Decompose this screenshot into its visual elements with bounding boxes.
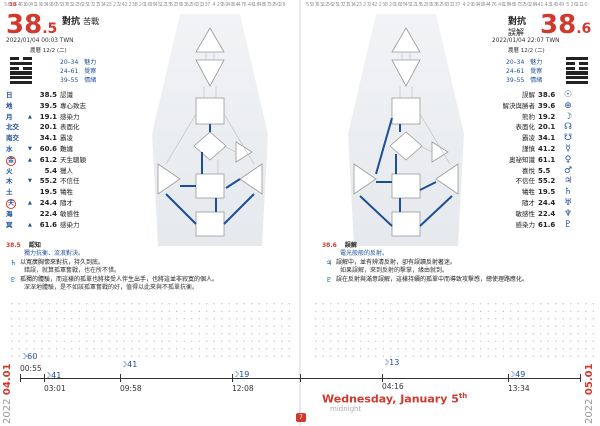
planet-glyph-icon: ☊ — [564, 122, 572, 133]
planet-glyph-icon: ♄ — [563, 187, 573, 198]
planet-glyph-icon: ♅ — [563, 197, 573, 208]
event-time-1208: 12:08 — [232, 384, 254, 393]
event-time-1334: 13:34 — [508, 384, 530, 393]
event-gate-19: ☽19 — [232, 370, 250, 379]
planet-glyph-icon: ☉ — [563, 90, 573, 100]
right-gate-name: 對抗誤解 — [508, 17, 527, 37]
planet-glyph-icon: ♂ — [563, 165, 573, 176]
left-gate-name: 對抗 苦戰 — [62, 17, 100, 27]
right-gate-number: 38.6 — [540, 10, 592, 40]
planet-glyph-icon: ☽ — [563, 111, 573, 122]
event-gate-13: ☽13 — [382, 358, 400, 367]
event-time-0055: 00:55 — [20, 364, 42, 373]
timeline-tick — [580, 374, 581, 382]
top-gate-ruler-left: 5838546160411913493055376322362517215142… — [4, 2, 286, 8]
timeline-tick — [120, 374, 121, 382]
timeline-tick — [20, 374, 21, 382]
start-date-vertical: 2022 04.01 — [2, 363, 13, 424]
planet-glyph-icon: ☿ — [565, 143, 571, 154]
left-dot-grid — [8, 300, 290, 360]
right-dot-grid — [312, 300, 594, 360]
timeline-tick — [232, 374, 233, 382]
planet-glyph-icon: ♃ — [563, 176, 573, 187]
right-bodygraph — [348, 14, 464, 246]
event-time-0958: 09:58 — [120, 384, 142, 393]
event-time-0416: 04:16 — [382, 382, 404, 391]
right-hexagram — [566, 57, 588, 86]
event-gate-41b: ☽41 — [120, 360, 138, 369]
right-datetime: 2022/01/04 22:07 TWN — [492, 38, 560, 44]
end-date-vertical: 2022 05.01 — [584, 363, 595, 424]
event-gate-60: ☽60 — [20, 352, 38, 361]
planet-glyph-icon: ♆ — [563, 208, 573, 219]
event-gate-41a: ☽41 — [44, 371, 62, 380]
timeline-tick — [382, 374, 383, 382]
right-moon-phase: 農曆 12/2 (二) — [508, 48, 545, 54]
event-gate-49: ☽49 — [508, 370, 526, 379]
timeline-tick — [508, 374, 509, 382]
left-datetime: 2022/01/04 00:03 TWN — [6, 38, 74, 44]
left-bodygraph — [152, 14, 268, 246]
left-gate-number: 38.5 — [6, 10, 58, 40]
page-spine — [299, 0, 301, 426]
midnight-label: midnight — [330, 405, 362, 413]
planet-glyph-icon: ⊕ — [564, 100, 572, 111]
top-gate-ruler-right: 5537632236251721514232724223820163545121… — [306, 2, 588, 8]
planet-glyph-icon: ♀ — [564, 154, 572, 165]
weekday-heading: Wednesday, January 5th — [322, 392, 468, 406]
page-number-left: 7 — [296, 413, 306, 422]
planet-glyph-icon: ☋ — [564, 133, 572, 144]
timeline-tick — [44, 374, 45, 382]
timeline-tick — [300, 374, 301, 382]
event-time-0301: 03:01 — [44, 384, 66, 393]
planet-glyph-icon: ♇ — [563, 219, 573, 230]
left-hexagram — [10, 57, 32, 86]
left-moon-phase: 農曆 12/2 (二) — [30, 48, 67, 54]
